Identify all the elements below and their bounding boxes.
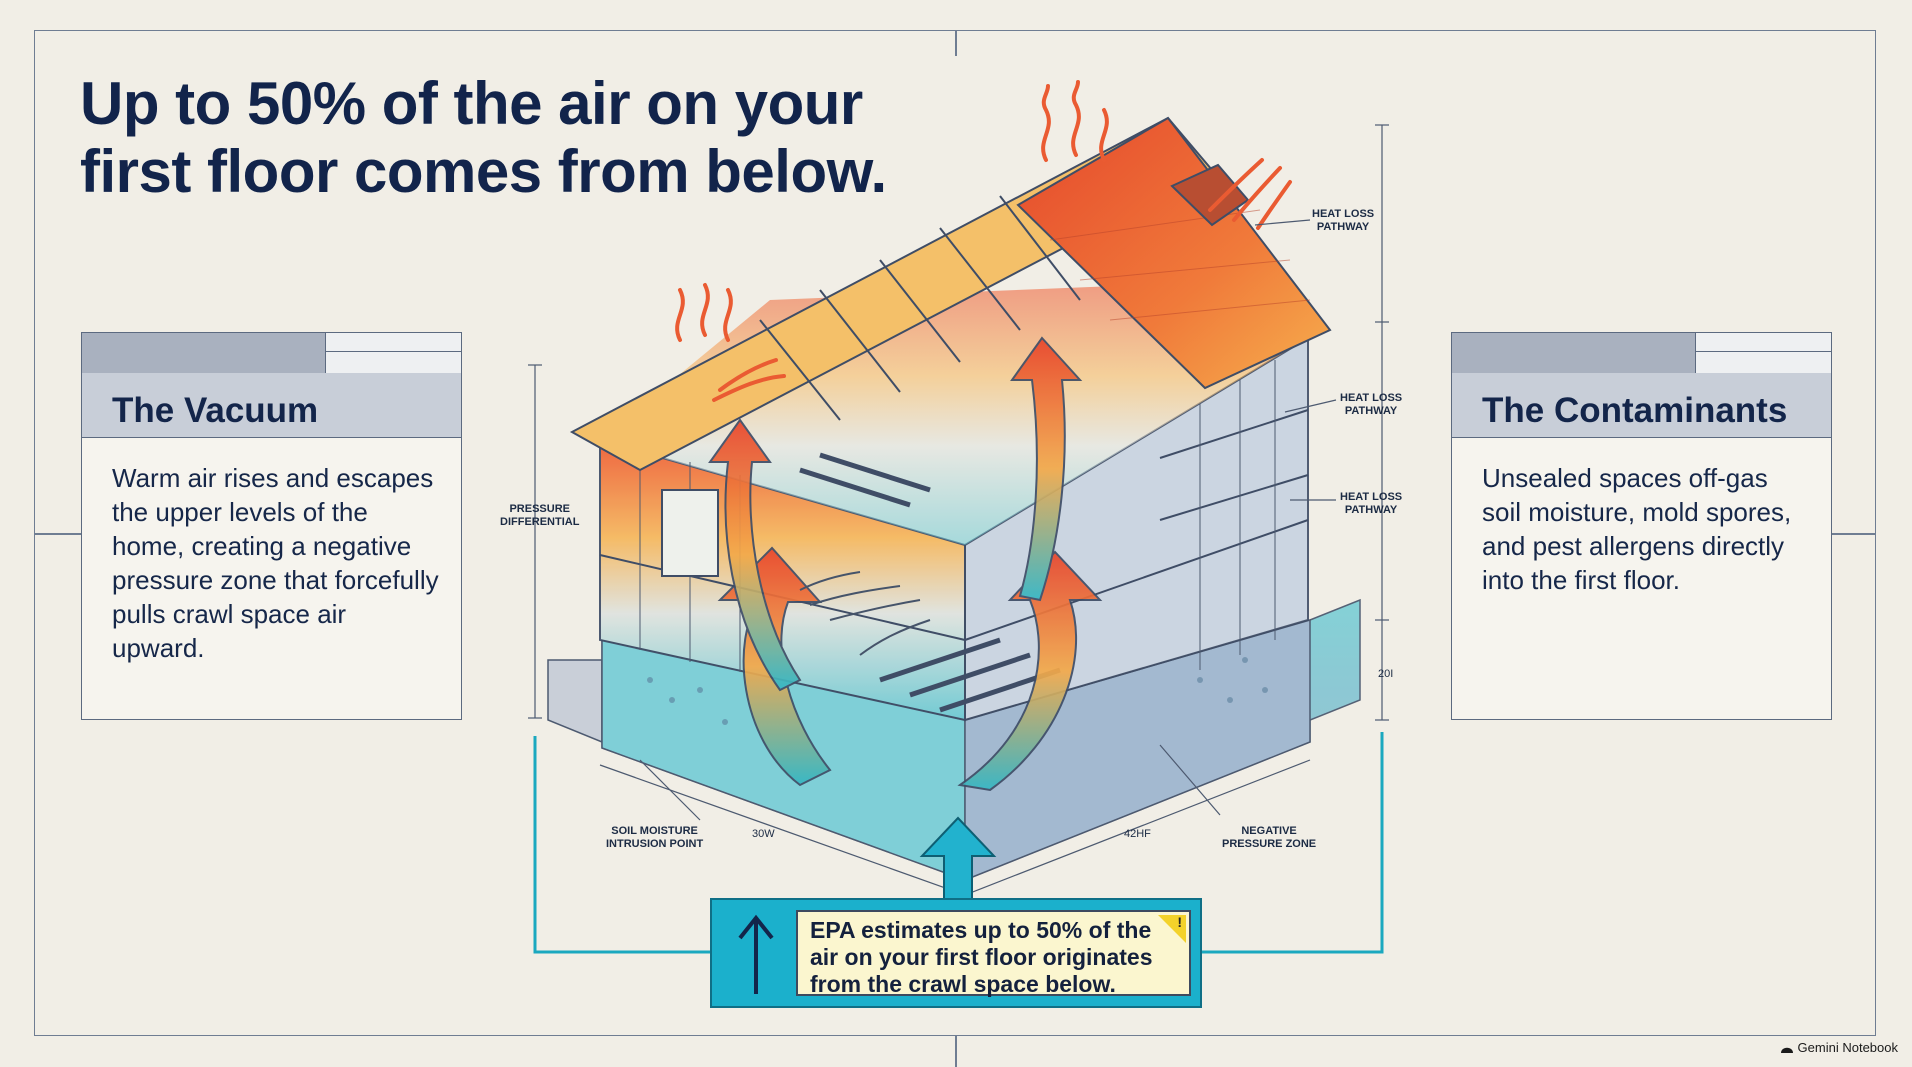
dimension-label-c: 20I — [1378, 668, 1394, 680]
frame-tick-top — [955, 30, 957, 56]
moisture-drops — [647, 657, 1268, 725]
card-tab-lines — [325, 333, 461, 374]
frame-tick-bottom — [955, 1036, 957, 1067]
card-header: The Contaminants — [1452, 373, 1831, 438]
contaminants-card: The Contaminants Unsealed spaces off-gas… — [1451, 332, 1832, 720]
page-title: Up to 50% of the air on your first floor… — [80, 70, 887, 206]
frame-tick-left — [34, 533, 82, 535]
title-line-2: first floor comes from below. — [80, 138, 887, 205]
dimension-label-b: 42HF — [1124, 828, 1151, 840]
callout-note: ! EPA estimates up to 50% of the air on … — [796, 910, 1191, 997]
interior-airflow — [799, 571, 931, 656]
dimension-label-a: 30W — [752, 828, 775, 840]
heat-waves — [675, 80, 1292, 402]
warning-icon — [1158, 915, 1186, 943]
brand-name: Gemini Notebook — [1797, 1040, 1898, 1055]
title-line-1: Up to 50% of the air on your — [80, 70, 863, 137]
epa-callout: ! EPA estimates up to 50% of the air on … — [710, 898, 1202, 1008]
airflow-arrows — [708, 336, 1103, 792]
card-header: The Vacuum — [82, 373, 461, 438]
vacuum-card-title: The Vacuum — [112, 391, 319, 430]
dimension-lines — [528, 124, 1389, 896]
contaminants-card-title: The Contaminants — [1482, 391, 1788, 430]
branding: Gemini Notebook — [1780, 1040, 1898, 1055]
vacuum-card: The Vacuum Warm air rises and escapes th… — [81, 332, 462, 720]
up-arrow-icon — [738, 914, 774, 994]
callout-up-arrow — [919, 816, 997, 903]
callout-text: EPA estimates up to 50% of the air on yo… — [810, 917, 1153, 997]
frame-tick-right — [1830, 533, 1876, 535]
warning-mark: ! — [1177, 914, 1182, 930]
callout-connectors — [533, 732, 1384, 954]
contaminants-card-body: Unsealed spaces off-gas soil moisture, m… — [1482, 463, 1792, 595]
gemini-notebook-icon — [1780, 1047, 1793, 1053]
vacuum-card-body: Warm air rises and escapes the upper lev… — [112, 463, 439, 663]
card-tab — [82, 333, 325, 374]
